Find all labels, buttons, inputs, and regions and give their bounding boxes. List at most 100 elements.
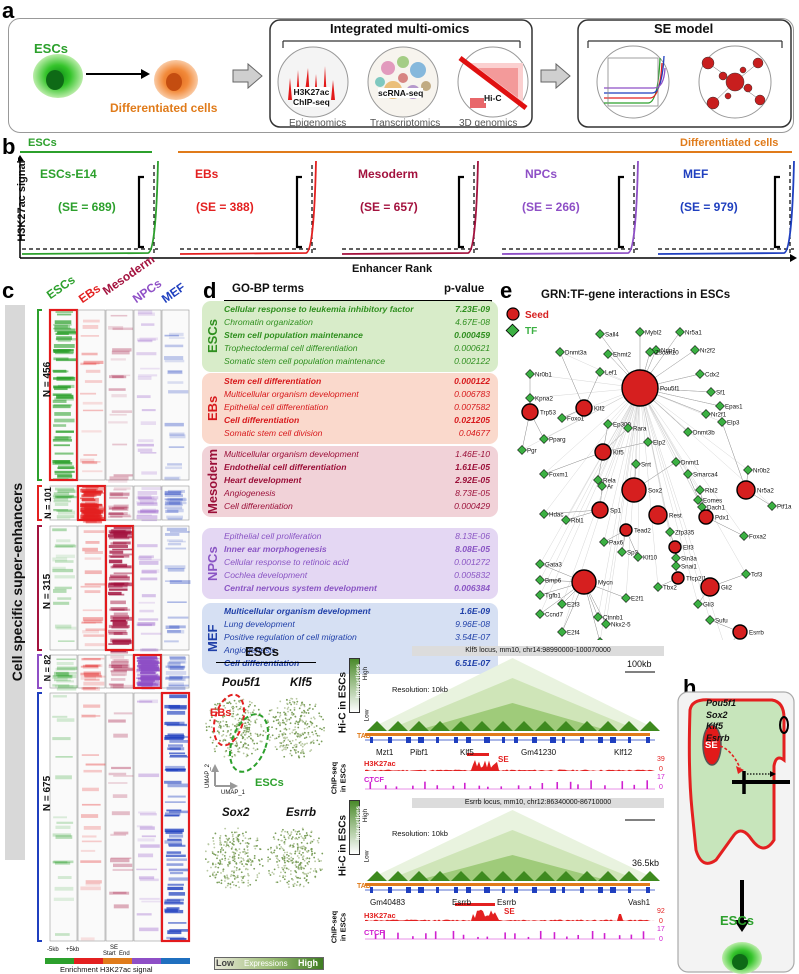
tf-node-E2f3 <box>557 599 567 609</box>
rank-plot-3 <box>501 160 639 255</box>
tf-node-Ehmt2 <box>603 349 613 359</box>
tf-node-Dnmt1 <box>671 457 681 467</box>
tf-label-Nr5a1: Nr5a1 <box>685 330 702 337</box>
ebs-cluster-outline <box>212 693 246 747</box>
panel-a-graphics <box>33 19 792 128</box>
seed-node-Tfcp2l1 <box>671 571 685 585</box>
seed-node-Esrrb <box>732 624 748 640</box>
go-term-pvalue: 0.000429 <box>454 501 490 511</box>
tf-label-Ctnnb1: Ctnnb1 <box>603 615 624 622</box>
tf-label-Sp3: Sp3 <box>627 550 639 557</box>
tf-label-Smarca4: Smarca4 <box>693 472 718 479</box>
tf-label-E2f3: E2f3 <box>567 602 580 609</box>
tf-node-Nr0b2 <box>743 465 753 475</box>
tf-label-Sf1: Sf1 <box>716 390 726 397</box>
tf-label-Ccnd7: Ccnd7 <box>545 612 563 619</box>
differentiated-cells-label: Differentiated cells <box>110 101 218 115</box>
tf-node-Foxa2 <box>739 531 749 541</box>
esrrb-gene-0: Gm40483 <box>370 898 406 907</box>
umap2-label: UMAP_2 <box>205 763 212 789</box>
tf-label-Nr0b1: Nr0b1 <box>535 372 552 379</box>
umap-plot-klf5 <box>264 697 325 759</box>
klf5-scale-label: 100kb <box>627 659 652 669</box>
go-term-pvalue: 0.001272 <box>454 557 490 567</box>
seed-node-Pou5f1 <box>621 369 659 407</box>
rank-curve-2 <box>341 160 479 255</box>
ctcf-track-label-1: CTCF <box>364 775 384 784</box>
tf-node-Nr2f2 <box>690 345 700 355</box>
esrrb-gene-2: Esrrb <box>497 898 517 907</box>
legend-tf-label: TF <box>525 326 537 337</box>
tf-node-Sufu <box>705 615 715 625</box>
seed-label-Esrrb: Esrrb <box>749 630 764 637</box>
tf-node-Eomes <box>693 495 703 505</box>
differentiated-header-bar <box>178 151 792 153</box>
seed-node-Klf2 <box>575 399 593 417</box>
tick-start: Start <box>103 951 116 957</box>
c-group-bracket-1 <box>37 485 42 521</box>
colorbar-label: Enrichment H3K27ac signal <box>60 965 153 974</box>
c-heat-4-1 <box>77 692 106 942</box>
tf-node-Dnmt3b <box>683 427 693 437</box>
go-term-pvalue: 6.51E-07 <box>455 658 490 668</box>
seed-node-Mycn <box>571 569 597 595</box>
tf-label-Nr2f1: Nr2f1 <box>711 412 727 419</box>
se-count-escs: (SE = 689) <box>58 200 116 214</box>
go-term-row: Cellular response to leukemia inhibitory… <box>202 304 498 316</box>
ctcf-zero-2: 0 <box>659 936 663 943</box>
go-term-pvalue: 0.000122 <box>454 376 490 386</box>
tf-label-Foxm1: Foxm1 <box>549 472 568 479</box>
tf-node-Dach1 <box>697 502 707 512</box>
sample-name-ebs: EBs <box>195 167 219 181</box>
go-term-pvalue: 0.006384 <box>454 583 490 593</box>
tf-node-Srrt <box>631 459 641 469</box>
group-n-ebs: N = 101 <box>42 487 53 519</box>
c-heat-4-4 <box>160 691 191 943</box>
hic-low-1: Low <box>363 709 371 722</box>
c-highlight-box-2 <box>104 524 135 652</box>
expression-colorbar <box>214 957 324 970</box>
umap-plot-esrrb <box>267 827 324 889</box>
tf-label-Nkx2-5: Nkx2-5 <box>611 622 631 629</box>
tf-node-Lef1 <box>595 367 605 377</box>
tf-label-Srrt: Srrt <box>641 462 651 469</box>
se-bracket-4 <box>773 175 780 249</box>
gene-klf5: Klf5 <box>290 677 312 689</box>
seed-label-Tfcp2l1: Tfcp2l1 <box>686 576 707 583</box>
legend-seed-icon <box>506 307 520 321</box>
ctcf-zero-1: 0 <box>659 784 663 791</box>
gene-sox2: Sox2 <box>222 807 250 819</box>
tad-bar-1 <box>365 883 650 886</box>
seed-node-Gli2 <box>700 577 720 597</box>
h3k27ac-track-label-1: H3K27ac <box>364 759 396 768</box>
panel-h-model <box>677 691 795 974</box>
group-n-mesoderm: N = 315 <box>42 573 54 610</box>
c-heat-2-1 <box>77 525 107 651</box>
tf-node-Tcf3 <box>741 569 751 579</box>
se-bracket-0 <box>137 175 144 249</box>
seed-label-Trp53: Trp53 <box>540 410 556 417</box>
expr-high-label: High <box>298 958 318 968</box>
tf-node-Kpna2 <box>525 393 535 403</box>
tf-node-Hdac <box>539 509 549 519</box>
down-arrow-icon <box>734 920 750 932</box>
tf-node-Zfp335 <box>665 527 675 537</box>
c-heat-4-2 <box>105 692 134 942</box>
c-heat-3-3 <box>132 653 163 690</box>
tf-node-E2f1 <box>621 593 631 603</box>
ctcf-track-label-2: CTCF <box>364 928 384 937</box>
tf-label-Rela: Rela <box>603 478 616 485</box>
c-heat-0-4 <box>161 309 190 481</box>
go-term-name: Central nervous system development <box>224 583 377 593</box>
f-title-rule <box>216 662 316 664</box>
tf-label-E2f1: E2f1 <box>631 596 644 603</box>
tf-label-Nr2f2: Nr2f2 <box>700 348 716 355</box>
se-count-mef: (SE = 979) <box>680 200 738 214</box>
